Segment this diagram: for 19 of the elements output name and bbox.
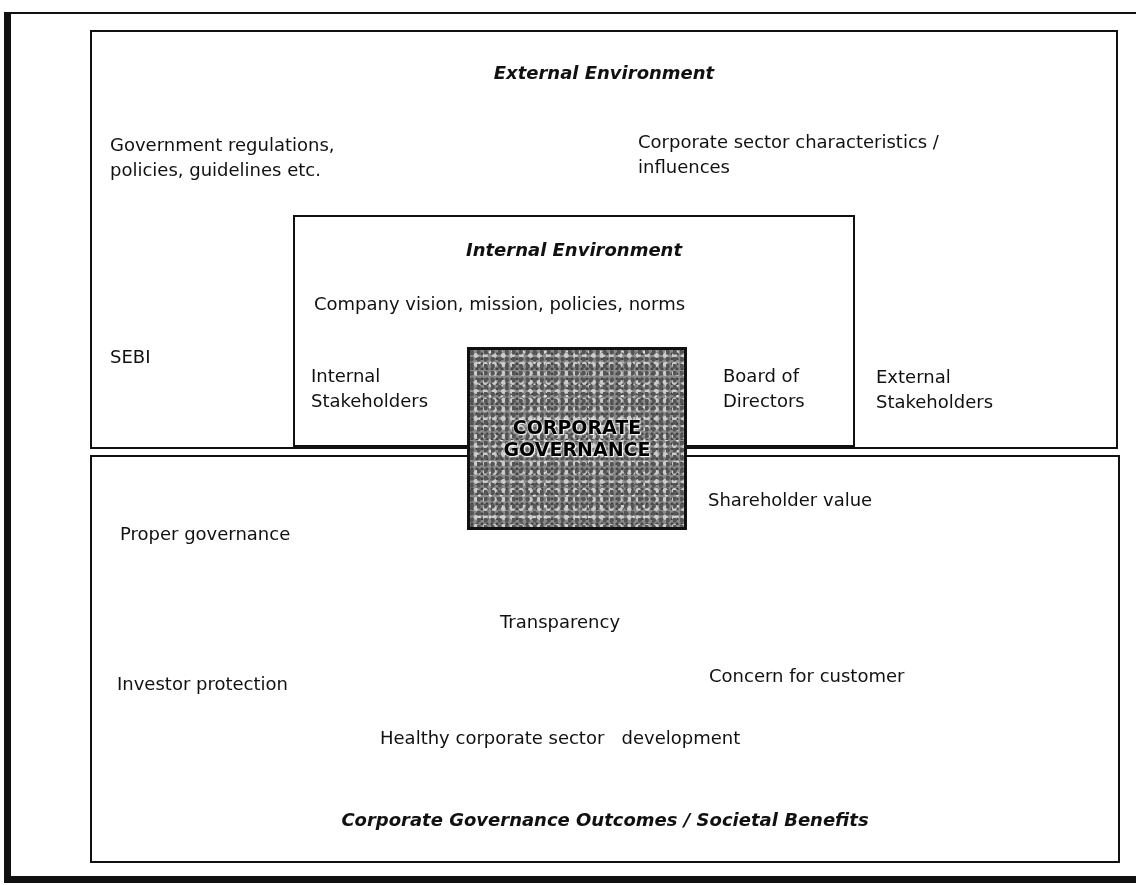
central-box <box>467 347 687 530</box>
central-title: CORPORATE GOVERNANCE <box>502 416 652 461</box>
text-label: External Stakeholders <box>876 365 995 415</box>
section-heading: External Environment <box>492 61 716 85</box>
environment-box <box>90 455 1120 863</box>
text-label: Transparency <box>500 610 622 634</box>
text-label: Concern for customer <box>709 664 906 688</box>
section-heading: Corporate Governance Outcomes / Societal Benefits <box>340 808 870 832</box>
text-label: Government regulations, policies, guidelines etc. <box>110 133 336 183</box>
text-label: Internal Stakeholders <box>311 364 430 414</box>
text-label: Shareholder value <box>708 488 874 512</box>
text-label: Company vision, mission, policies, norms <box>314 292 687 316</box>
text-label: Board of Directors <box>723 364 806 414</box>
text-label: Corporate sector characteristics / influences <box>638 130 940 180</box>
text-label: Healthy corporate sector development <box>380 726 742 750</box>
text-label: SEBI <box>110 345 152 369</box>
section-heading: Internal Environment <box>464 238 684 262</box>
text-label: Proper governance <box>120 522 292 546</box>
text-label: Investor protection <box>117 672 289 696</box>
